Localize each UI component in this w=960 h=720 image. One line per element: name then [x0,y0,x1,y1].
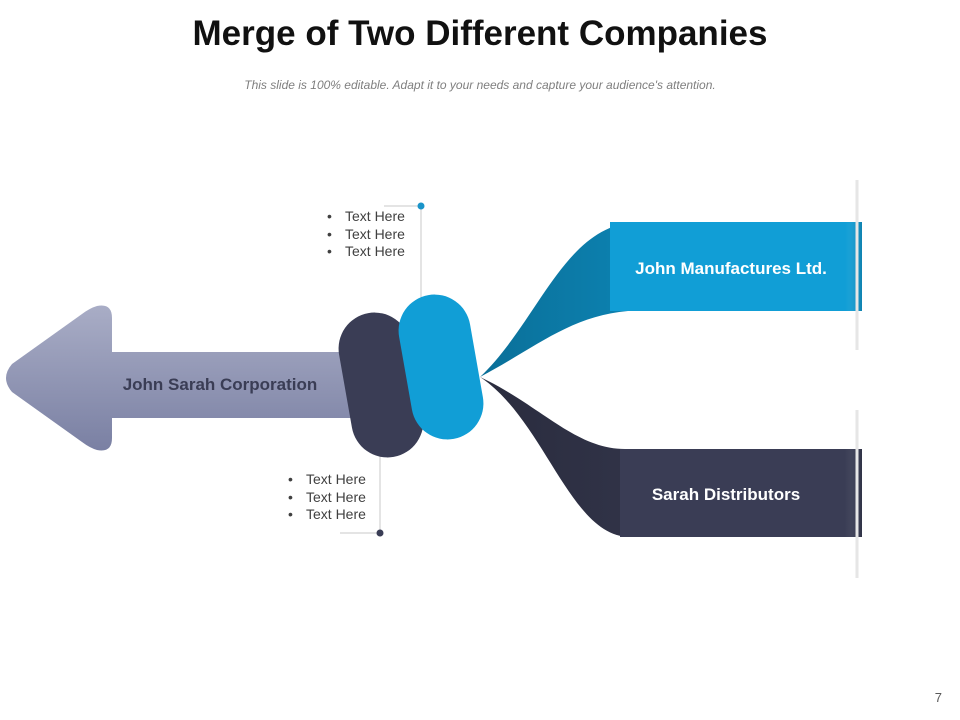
merged-company-arrow [6,305,372,451]
company-bottom-band-edge-shade [845,449,862,537]
blue-link-pill [398,294,484,440]
merged-company-label: John Sarah Corporation [123,375,318,394]
company-top-label: John Manufactures Ltd. [635,259,827,278]
connector-top-dot [417,202,425,210]
list-item: Text Here [288,471,366,489]
bullet-list-top: Text Here Text Here Text Here [327,208,405,261]
slide-subtitle: This slide is 100% editable. Adapt it to… [244,78,716,92]
list-item: Text Here [288,489,366,507]
company-bottom-label: Sarah Distributors [652,485,800,504]
slide-title: Merge of Two Different Companies [192,14,768,53]
list-item: Text Here [327,226,405,244]
list-item: Text Here [327,208,405,226]
bullet-list-bottom: Text Here Text Here Text Here [288,471,366,524]
connector-bottom-dot [376,529,384,537]
company-top-band-edge-shade [845,222,862,311]
company-top-band [610,222,862,311]
list-item: Text Here [327,243,405,261]
page-number: 7 [934,690,942,705]
company-bottom-band [620,449,862,537]
list-item: Text Here [288,506,366,524]
